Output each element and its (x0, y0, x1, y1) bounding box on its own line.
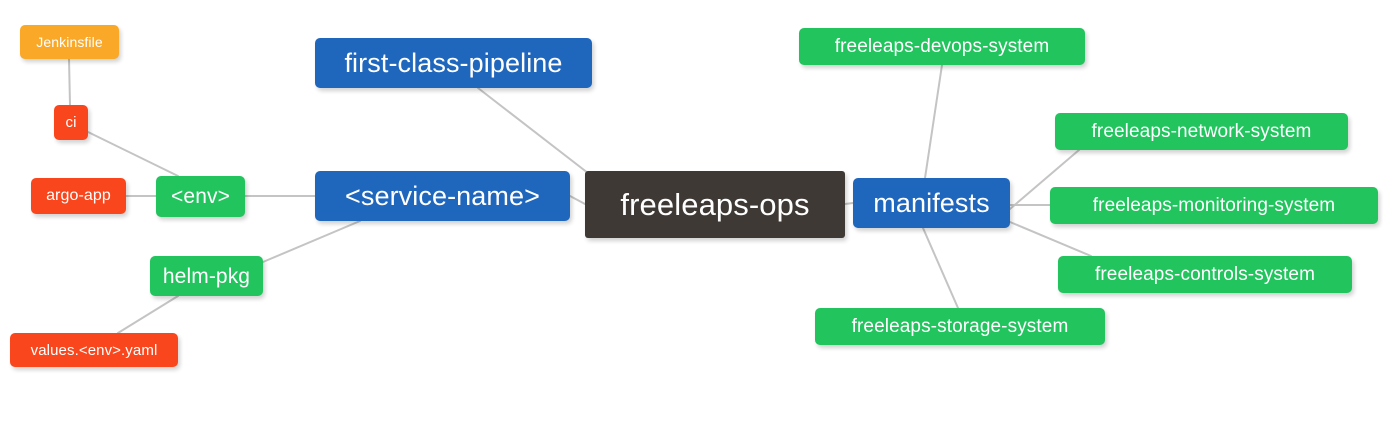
node-label: freeleaps-network-system (1091, 121, 1312, 142)
node-jenkinsfile[interactable]: Jenkinsfile (20, 25, 119, 59)
edge-service-name-to-helm-pkg (262, 220, 361, 263)
node-label: <service-name> (345, 180, 540, 211)
node-label: values.<env>.yaml (30, 341, 158, 359)
edge-helm-pkg-to-values-env-yaml (117, 295, 179, 334)
edge-env-to-ci (87, 131, 179, 177)
node-argo-app[interactable]: argo-app (31, 178, 126, 214)
node-label: Jenkinsfile (36, 34, 103, 50)
node-freeleaps-network-system[interactable]: freeleaps-network-system (1055, 113, 1348, 150)
node-values-env-yaml[interactable]: values.<env>.yaml (10, 333, 178, 367)
node-freeleaps-storage-system[interactable]: freeleaps-storage-system (815, 308, 1105, 345)
node-ci[interactable]: ci (54, 105, 88, 140)
node-label: freeleaps-ops (620, 187, 810, 222)
node-label: ci (65, 114, 77, 131)
node-label: freeleaps-storage-system (851, 316, 1069, 337)
node-label: first-class-pipeline (344, 47, 563, 78)
node-first-class-pipeline[interactable]: first-class-pipeline (315, 38, 592, 88)
node-freeleaps-ops[interactable]: freeleaps-ops (585, 171, 845, 238)
node-freeleaps-controls-system[interactable]: freeleaps-controls-system (1058, 256, 1352, 293)
edge-manifests-to-freeleaps-controls-system (1009, 221, 1092, 257)
node-manifests[interactable]: manifests (853, 178, 1010, 228)
node-freeleaps-devops-system[interactable]: freeleaps-devops-system (799, 28, 1085, 65)
node-label: freeleaps-devops-system (834, 36, 1050, 57)
edge-freeleaps-ops-to-service-name (569, 195, 586, 205)
node-label: helm-pkg (162, 264, 251, 288)
edge-ci-to-jenkinsfile (68, 58, 71, 106)
node-helm-pkg[interactable]: helm-pkg (150, 256, 263, 296)
edge-freeleaps-ops-to-manifests (844, 202, 854, 205)
node-env[interactable]: <env> (156, 176, 245, 217)
node-freeleaps-monitoring-system[interactable]: freeleaps-monitoring-system (1050, 187, 1378, 224)
node-label: argo-app (46, 187, 111, 204)
edge-manifests-to-freeleaps-devops-system (924, 64, 943, 179)
edge-manifests-to-freeleaps-storage-system (922, 227, 959, 309)
node-label: freeleaps-monitoring-system (1092, 195, 1336, 216)
edge-freeleaps-ops-to-first-class-pipeline (477, 87, 598, 181)
node-label: freeleaps-controls-system (1094, 264, 1316, 285)
node-label: <env> (171, 185, 230, 208)
node-label: manifests (873, 187, 990, 218)
node-service-name[interactable]: <service-name> (315, 171, 570, 221)
